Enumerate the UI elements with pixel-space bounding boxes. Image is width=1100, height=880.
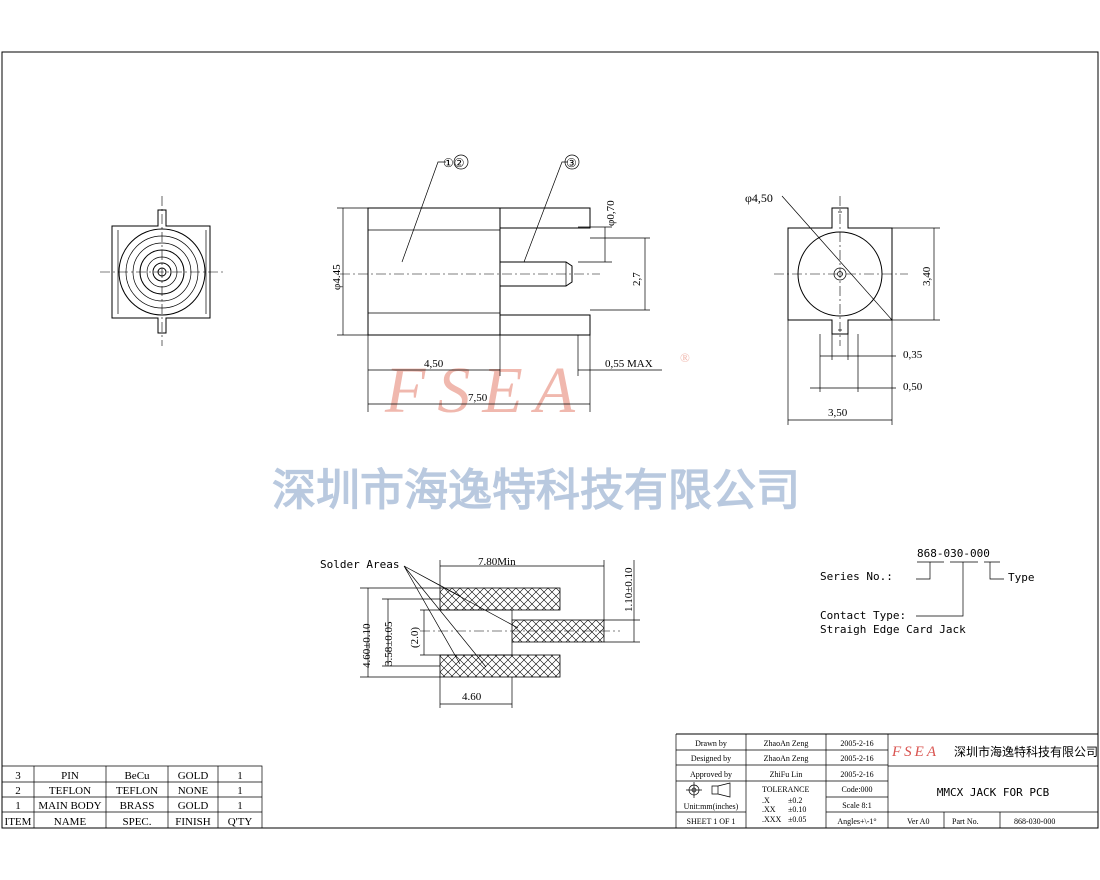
bom-row-2-finish: NONE [178,785,209,797]
sheet-border [1,51,1099,829]
tolerance-title: TOLERANCE [762,785,810,794]
bom-row-2-name: TEFLON [49,785,91,797]
designed-date: 2005-2-16 [840,754,873,763]
type-label: Type [1008,571,1035,584]
code: Code:000 [841,785,872,794]
drawn-date: 2005-2-16 [840,739,873,748]
dim-3-50: 3,50 [828,407,848,419]
watermark-logo: FSEA [384,354,587,427]
tol-xxx-val: ±0.05 [788,815,806,824]
tol-x-val: ±0.2 [788,796,802,805]
part-no: 868-030-000 [1014,817,1055,826]
projection-symbol-icon [686,782,731,798]
units: Unit:mm(inches) [684,802,739,811]
dim-0-35: 0,35 [903,349,923,361]
dim-3-40: 3,40 [921,266,933,286]
designed-label: Designed by [691,754,731,763]
front-view [100,196,226,346]
dim-1-10: 1.10±0.10 [623,567,635,612]
title-block: Drawn by ZhaoAn Zeng 2005-2-16 Designed … [675,733,1098,828]
watermark-registered-mark: ® [680,350,690,365]
approved-label: Approved by [690,770,732,779]
drawn-name: ZhaoAn Zeng [764,739,809,748]
designed-name: ZhaoAn Zeng [764,754,809,763]
dim-4-60: 4.60 [462,691,482,703]
dim-7-80-min: 7.80Min [478,556,516,568]
part-number-callout: 868-030-000 Series No.: Type Contact Typ… [820,547,1035,636]
bom-row-2-qty: 1 [237,785,243,797]
end-view: φ4,50 3,40 0,35 0,50 3,50 [745,191,940,425]
bom-row-3-item: 1 [15,800,21,812]
watermark: FSEA ® 深圳市海逸特科技有限公司 [272,350,800,515]
bom-header-item: ITEM [5,816,32,828]
version: Ver A0 [907,817,929,826]
dim-0-50: 0,50 [903,381,923,393]
bom-row-1-spec: BeCu [124,770,150,782]
bom-row-2-item: 2 [15,785,21,797]
company-name: 深圳市海逸特科技有限公司 [954,744,1098,759]
pcb-footprint: Solder Areas 7.80Min 1.10±0.10 4.60±0.10… [320,556,640,708]
dim-phi-0-70: φ0,70 [605,200,617,226]
dim-4-50-length: 4,50 [424,358,444,370]
bom-header-name: NAME [54,816,87,828]
approved-date: 2005-2-16 [840,770,873,779]
sheet-number: SHEET 1 OF 1 [687,817,736,826]
tol-xx: .XX [762,805,776,814]
bom-table: 3 PIN BeCu GOLD 1 2 TEFLON TEFLON NONE 1… [2,765,263,828]
scale: Scale 8:1 [842,801,872,810]
label-solder-areas: Solder Areas [320,558,399,571]
series-label: Series No.: [820,570,893,583]
dim-4-60-tol: 4.60±0.10 [361,623,373,668]
bom-row-3-finish: GOLD [178,800,209,812]
watermark-company: 深圳市海逸特科技有限公司 [272,466,800,515]
bom-row-1-qty: 1 [237,770,243,782]
part-code: 868-030-000 [917,547,990,560]
contact-type-label: Contact Type: [820,609,906,622]
company-logo: FSEA [891,744,939,760]
dim-3-58: 3.58±0.05 [383,621,395,666]
bom-row-3-name: MAIN BODY [38,800,101,812]
drawing-title: MMCX JACK FOR PCB [937,786,1050,799]
approved-name: ZhiFu Lin [770,770,803,779]
bom-row-2-spec: TEFLON [116,785,158,797]
dim-0-55-max: 0,55 MAX [605,358,653,370]
bom-row-1-name: PIN [61,770,79,782]
dim-phi-4-50: φ4,50 [745,191,773,205]
bom-row-1-finish: GOLD [178,770,209,782]
balloon-1-2: ①② [443,156,465,170]
part-no-label: Part No. [952,817,979,826]
dim-7-50: 7,50 [468,392,488,404]
bom-header-qty: Q'TY [228,816,253,828]
tol-xx-val: ±0.10 [788,805,806,814]
bom-header-finish: FINISH [175,816,211,828]
contact-type-value: Straigh Edge Card Jack [820,623,966,636]
drawn-label: Drawn by [695,739,727,748]
side-view: ①② ③ φ4.45 φ0,70 2,7 4,50 0,55 MAX 7,50 [331,154,662,412]
tol-xxx: .XXX [762,815,782,824]
bom-header-spec: SPEC. [122,816,151,828]
dim-phi-4-45: φ4.45 [331,264,343,290]
bom-row-3-spec: BRASS [120,800,155,812]
dim-2-0: (2.0) [409,627,421,648]
balloon-3: ③ [566,156,577,170]
bom-row-1-item: 3 [15,770,21,782]
tol-x: .X [762,796,770,805]
angles: Angles+\-1° [837,817,876,826]
dim-2-7: 2,7 [631,272,643,286]
bom-row-3-qty: 1 [237,800,243,812]
